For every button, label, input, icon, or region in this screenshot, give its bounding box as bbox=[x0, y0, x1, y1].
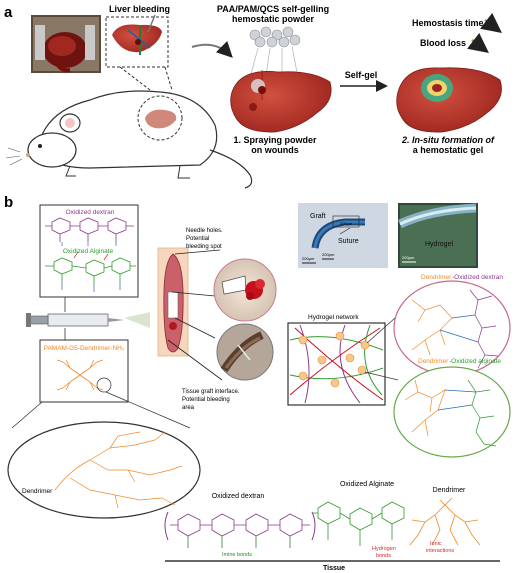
liver-gel-illustration bbox=[396, 67, 502, 133]
needle-holes-line3: bleeding spot bbox=[186, 244, 222, 250]
graft-segment bbox=[167, 291, 179, 319]
bracket-left bbox=[164, 511, 169, 541]
liver-powder-illustration bbox=[230, 26, 332, 133]
tissue-graft-line3: area bbox=[182, 405, 195, 411]
oxidized-dextran-label: Oxidized dextran bbox=[66, 209, 115, 216]
dendrimer-alginate-label-b: -Oxidized alginate bbox=[449, 358, 501, 365]
photo-hydrogel-label: Hydrogel bbox=[425, 241, 453, 248]
blood-loss-label: Blood loss bbox=[420, 38, 466, 48]
step2-line1: 2. In-situ formation of bbox=[401, 135, 495, 145]
bottom-dextran-imine-links bbox=[187, 536, 291, 548]
self-gel-label: Self-gel bbox=[345, 70, 378, 80]
liver-zoom-icon bbox=[112, 14, 162, 55]
pamam-box bbox=[39, 339, 129, 403]
scale-bar-inset-label: 200μm bbox=[340, 221, 353, 226]
syringe-illustration bbox=[26, 312, 150, 328]
panel-b-label: b bbox=[4, 194, 13, 211]
network-link-dextran bbox=[366, 317, 396, 344]
hydrogel-photo bbox=[398, 203, 478, 268]
liver-bleeding-label: Liver bleeding bbox=[109, 4, 170, 14]
dendrimer-alginate-structure bbox=[404, 379, 497, 447]
dendrimer-dextran-label-a: Dendrimer bbox=[421, 274, 452, 281]
zoom-line-b bbox=[105, 391, 191, 429]
graft-pointer-a bbox=[174, 317, 216, 339]
aldehyde-groups bbox=[61, 242, 121, 292]
photo-suture-label: Suture bbox=[338, 238, 359, 245]
hemostasis-down-arrow-icon bbox=[480, 12, 502, 34]
zoom-line-right bbox=[164, 66, 173, 91]
rat-illustration bbox=[5, 90, 253, 189]
dendrimer-alginate-label-a: Dendrimer bbox=[418, 358, 449, 365]
step2-line2: a hemostatic gel bbox=[413, 145, 484, 155]
dextran-structure bbox=[45, 217, 134, 242]
arrow-to-powder bbox=[191, 40, 233, 58]
panel-a-label: a bbox=[4, 4, 13, 21]
bottom-dextran-structure bbox=[170, 513, 310, 537]
tissue-label: Tissue bbox=[323, 565, 345, 572]
tissue-graft-line2: Potential bleeding bbox=[182, 397, 230, 403]
bracket-right bbox=[311, 511, 316, 541]
polymer-structures-box bbox=[39, 204, 139, 298]
oxidized-alginate-label: Oxidized Alginate bbox=[63, 248, 114, 255]
dendrimer-icon bbox=[56, 359, 104, 391]
zoom-line-a bbox=[11, 401, 43, 429]
needle-pointer-b bbox=[171, 291, 216, 297]
bottom-dendrimer-label: Dendrimer bbox=[433, 487, 466, 494]
powder-title-line2: hemostatic powder bbox=[232, 14, 315, 24]
dendrimer-dextran-label-b: -Oxidized dextran bbox=[452, 274, 503, 281]
bleeding-spot-icon bbox=[169, 322, 177, 330]
dendrimer-dextran-structure bbox=[411, 289, 499, 369]
powder-title-line1: PAA/PAM/QCS self-gelling bbox=[217, 4, 329, 14]
scale-bar-a-label: 200μm bbox=[302, 256, 315, 261]
dendrimer-zoom-ellipse bbox=[7, 421, 201, 519]
needle-holes-line1: Needle holes. bbox=[186, 228, 223, 234]
hydrogen-bonds-line1: Hydrogen bbox=[372, 546, 396, 552]
tissue-graft-photo bbox=[216, 323, 274, 381]
carboxyl-groups bbox=[73, 251, 109, 261]
bottom-alginate-structure bbox=[312, 501, 405, 546]
ionic-line1: Ionic bbox=[430, 541, 442, 547]
bottom-alginate-label: Oxidized Alginate bbox=[340, 481, 394, 488]
hydrogel-network-label: Hydrogel network bbox=[308, 314, 359, 321]
step1-line1: 1. Spraying powder bbox=[233, 135, 317, 145]
step1-line2: on wounds bbox=[251, 145, 299, 155]
bottom-dextran-label: Oxidized dextran bbox=[212, 493, 265, 500]
bottom-dendrimer-structure bbox=[409, 497, 481, 546]
imine-bonds-label: Imine bonds bbox=[222, 552, 252, 558]
zoom-line-left bbox=[119, 66, 151, 91]
network-link-alginate bbox=[364, 371, 399, 381]
dendrimer-structure-zoom bbox=[54, 431, 183, 509]
liver-surgery-photo bbox=[31, 15, 101, 73]
zoom-box bbox=[105, 16, 169, 68]
photo-graft-label: Graft bbox=[310, 213, 326, 220]
graft-pointer-b bbox=[167, 339, 223, 381]
dendrimer-zoom-circle-small bbox=[96, 377, 112, 393]
crosslink-nodes bbox=[298, 331, 370, 388]
needle-pointer-a bbox=[174, 249, 221, 255]
scale-bar-c-label: 200μm bbox=[402, 255, 415, 260]
blood-loss-down-arrow-icon bbox=[467, 32, 489, 54]
graft-suture-photo bbox=[298, 203, 388, 268]
alginate-structure bbox=[45, 257, 136, 286]
tissue-graft-line1: Tissue graft interface. bbox=[182, 389, 240, 395]
needle-holes-line2: Potential bbox=[186, 236, 209, 242]
dendrimer-alginate-ellipse bbox=[393, 366, 511, 458]
dendrimer-zoom-label: Dendrimer bbox=[22, 488, 53, 495]
pamam-label: PAMAM-G5-Dendrimer-NH₂ bbox=[44, 345, 125, 352]
scale-bar-b-label: 200μm bbox=[322, 252, 335, 257]
hydrogen-bonds-line2: bonds bbox=[376, 553, 391, 559]
ionic-line2: interactions bbox=[426, 548, 454, 554]
hemostasis-time-label: Hemostasis time bbox=[412, 18, 484, 28]
needle-hole-photo bbox=[213, 258, 277, 322]
